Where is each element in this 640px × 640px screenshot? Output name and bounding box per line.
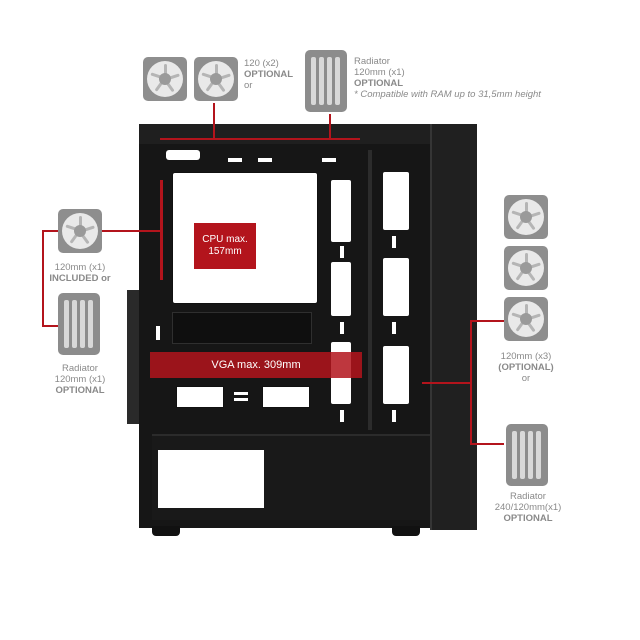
top-fan-icon-2 — [194, 57, 238, 101]
rear-bracket-line — [42, 230, 44, 327]
front-fan-icon-3 — [504, 297, 548, 341]
front-radiator-icon — [506, 424, 548, 486]
cpu-clearance-box: CPU max. 157mm — [194, 223, 256, 269]
rear-fan-label: 120mm (x1) INCLUDED or — [49, 262, 111, 284]
cpu-clearance-line1: CPU max. — [202, 234, 248, 245]
vga-clearance-text: VGA max. 309mm — [211, 359, 301, 371]
front-mount-pointer — [422, 382, 470, 384]
top-mount-line — [160, 138, 360, 140]
top-radiator-label: Radiator 120mm (x1) OPTIONAL * Compatibl… — [354, 56, 541, 100]
top-fans-pointer — [213, 103, 215, 139]
front-radiator-label: Radiator 240/120mm(x1) OPTIONAL — [494, 491, 562, 524]
rear-mount-line — [160, 180, 163, 280]
vga-clearance-box: VGA max. 309mm — [150, 352, 362, 378]
top-radiator-icon — [305, 50, 347, 112]
rear-radiator-icon — [58, 293, 100, 355]
top-fan-icon-1 — [143, 57, 187, 101]
rear-radiator-label: Radiator 120mm (x1) OPTIONAL — [54, 363, 106, 396]
front-fan-icon-1 — [504, 195, 548, 239]
front-bracket-line — [470, 320, 472, 444]
top-fans-label: 120 (x2) OPTIONAL or — [244, 58, 294, 91]
rear-fan-icon — [58, 209, 102, 253]
rear-fan-pointer — [102, 230, 160, 232]
top-radiator-pointer — [329, 114, 331, 139]
front-fan-icon-2 — [504, 246, 548, 290]
front-fans-label: 120mm (x3) (OPTIONAL) or — [498, 351, 554, 384]
cpu-clearance-line2: 157mm — [208, 246, 242, 257]
